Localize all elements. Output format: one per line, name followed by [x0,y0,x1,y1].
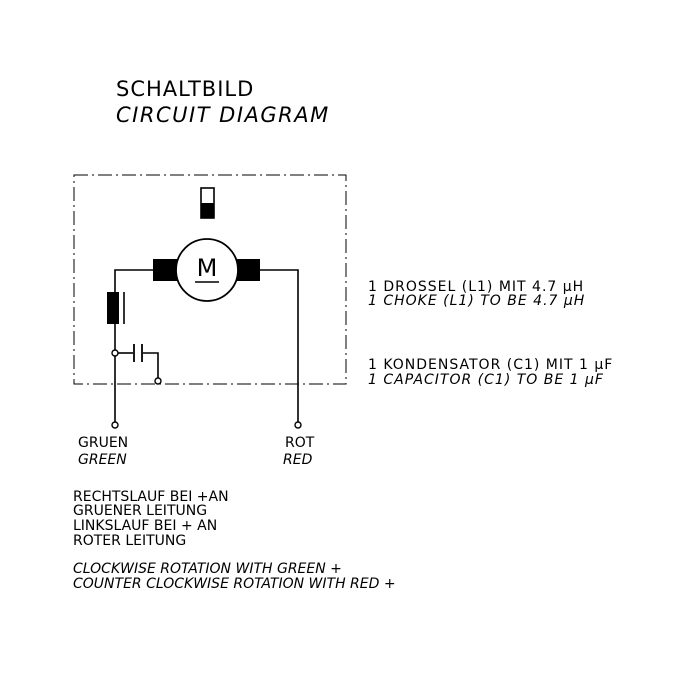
choke-legend-english: 1 CHOKE (L1) TO BE 4.7 µH [368,293,585,309]
red-label-german: ROT [285,435,315,451]
ground-node [154,377,162,385]
note-english-line: COUNTER CLOCKWISE ROTATION WITH RED + [73,576,396,592]
choke-symbol [107,292,125,324]
capacitor-legend-german: 1 KONDENSATOR (C1) MIT 1 µF [368,357,613,373]
note-german-line: RECHTSLAUF BEI +AN [73,489,229,505]
note-german-line: LINKSLAUF BEI + AN [73,518,217,534]
note-german-line: GRUENER LEITUNG [73,503,207,519]
note-german-line: ROTER LEITUNG [73,533,186,549]
note-english-line: CLOCKWISE ROTATION WITH GREEN + [73,561,342,577]
green-label-german: GRUEN [78,435,128,451]
capacitor-symbol [133,344,143,362]
title-german: SCHALTBILD [116,77,254,101]
terminal-red [294,421,302,429]
brush-indicator [200,187,215,219]
junction-node [111,349,119,357]
terminal-green [111,421,119,429]
motor-symbol: M [153,238,260,302]
title-english: CIRCUIT DIAGRAM [116,103,330,127]
motor-label: M [197,254,218,282]
red-label-english: RED [283,452,313,468]
wiring [114,269,299,422]
choke-legend-german: 1 DROSSEL (L1) MIT 4.7 µH [368,279,584,295]
capacitor-legend-english: 1 CAPACITOR (C1) TO BE 1 µF [368,372,604,388]
green-label-english: GREEN [78,452,127,468]
